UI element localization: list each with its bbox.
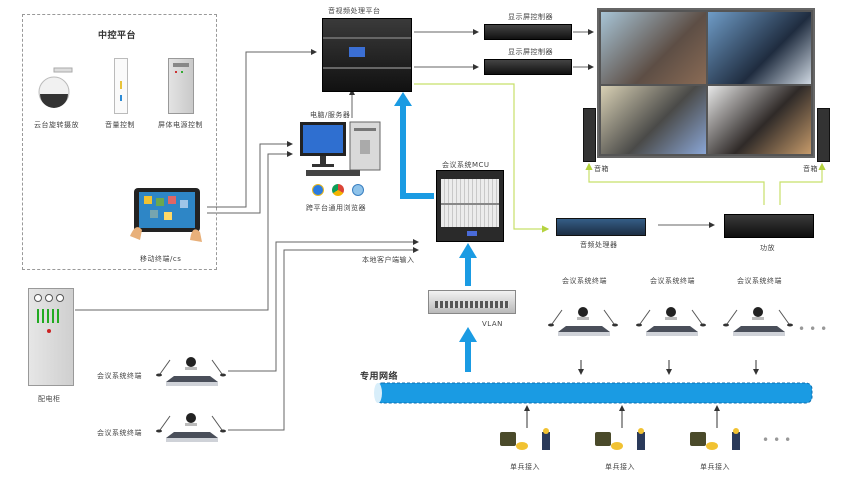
right-terminal-2-label: 会议系统终端	[650, 277, 695, 285]
screen-power-control-label: 屏体电源控制	[158, 121, 203, 129]
display-controller-2-icon	[484, 59, 572, 75]
screen-power-cabinet-icon	[168, 58, 194, 114]
audio-processor-icon	[556, 218, 646, 236]
blue-arrowhead-vlan	[459, 327, 477, 342]
conference-terminal-icon	[156, 413, 226, 442]
conference-terminal-icon	[723, 307, 793, 336]
right-terminal-1	[544, 302, 622, 338]
soldier-access-1	[498, 428, 558, 454]
blue-arrowhead-av	[394, 92, 412, 106]
ptz-camera-label: 云台旋转摄放	[34, 121, 79, 129]
wire-terminal2-to-mcu	[228, 247, 419, 431]
computer-server	[298, 120, 388, 182]
mobile-tablet	[130, 186, 202, 242]
more-terminals-ellipsis: •••	[798, 322, 832, 336]
left-terminal-2	[152, 408, 230, 444]
video-pane-1	[601, 12, 706, 84]
av-platform-label: 音视频处理平台	[328, 7, 381, 15]
mobile-terminal-label: 移动终端/cs	[140, 255, 182, 263]
browser-icons	[312, 184, 372, 198]
soldier-kit-icon	[595, 428, 645, 450]
soldier-access-1-label: 单兵接入	[510, 463, 540, 471]
computer-label: 电脑/服务器	[310, 111, 351, 119]
right-speaker-icon	[817, 108, 830, 162]
power-cabinet-label: 配电柜	[38, 395, 61, 403]
private-network-label: 专用网络	[360, 372, 399, 382]
safari-icon	[352, 184, 364, 196]
soldier-kit-icon	[690, 428, 740, 450]
display-controller-1-icon	[484, 24, 572, 40]
video-pane-4	[708, 86, 811, 154]
volume-control-icon	[114, 58, 128, 114]
av-platform-icon	[322, 18, 412, 92]
local-input-label: 本地客户端输入	[362, 256, 415, 264]
audio-line-av-to-processor	[414, 83, 550, 233]
right-terminal-1-label: 会议系统终端	[562, 277, 607, 285]
wire-terminal1-to-mcu	[228, 239, 419, 372]
conference-terminal-icon	[156, 357, 226, 386]
central-control-title: 中控平台	[98, 31, 137, 41]
right-speaker-label: 音箱	[803, 165, 818, 173]
blue-arrow-mcu-to-av	[400, 105, 434, 199]
wire-tablet-to-av-platform	[207, 49, 317, 208]
private-network-pipe	[375, 382, 813, 404]
mcu-icon	[436, 170, 504, 242]
amplifier-label: 功放	[760, 244, 775, 252]
central-control-group	[22, 14, 217, 270]
soldier-access-3-label: 单兵接入	[700, 463, 730, 471]
display-controller-2-label: 显示屏控制器	[508, 48, 553, 56]
video-pane-2	[708, 12, 811, 84]
left-speaker-label: 音箱	[594, 165, 609, 173]
tablet-icon	[130, 188, 202, 242]
computer-icon	[300, 121, 381, 176]
audio-processor-label: 音频处理器	[580, 241, 618, 249]
video-pane-3	[601, 86, 706, 154]
ie-icon	[312, 184, 324, 196]
left-terminal-1-label: 会议系统终端	[97, 372, 142, 380]
soldier-access-3	[688, 428, 748, 454]
left-speaker-icon	[583, 108, 596, 162]
conference-terminal-icon	[636, 307, 706, 336]
left-terminal-1	[152, 352, 230, 388]
blue-arrowhead-mcu	[459, 243, 477, 258]
vlan-switch-icon	[428, 290, 516, 314]
right-terminal-2	[632, 302, 710, 338]
ptz-camera	[36, 62, 76, 110]
conference-terminal-icon	[548, 307, 618, 336]
volume-control-label: 音量控制	[105, 121, 135, 129]
display-controller-1-label: 显示屏控制器	[508, 13, 553, 21]
wire-cabinet-to-computer	[75, 151, 293, 311]
soldier-kit-icon	[500, 428, 550, 450]
right-terminal-3	[719, 302, 797, 338]
soldier-access-2-label: 单兵接入	[605, 463, 635, 471]
left-terminal-2-label: 会议系统终端	[97, 429, 142, 437]
soldier-access-2	[593, 428, 653, 454]
mcu-label: 会议系统MCU	[442, 161, 490, 169]
vlan-label: VLAN	[482, 320, 503, 328]
audio-line-amp-to-right-speaker	[779, 162, 826, 205]
right-terminal-3-label: 会议系统终端	[737, 277, 782, 285]
video-wall-screen	[597, 8, 815, 158]
chrome-icon	[332, 184, 344, 196]
amplifier-icon	[724, 214, 814, 238]
power-cabinet-icon	[28, 288, 74, 386]
browsers-label: 跨平台通用浏览器	[306, 204, 366, 212]
ptz-camera-icon	[38, 67, 73, 108]
audio-line-amp-to-left-speaker	[585, 162, 765, 205]
wire-tablet-to-computer-1	[207, 141, 293, 214]
more-soldiers-ellipsis: •••	[762, 433, 796, 447]
